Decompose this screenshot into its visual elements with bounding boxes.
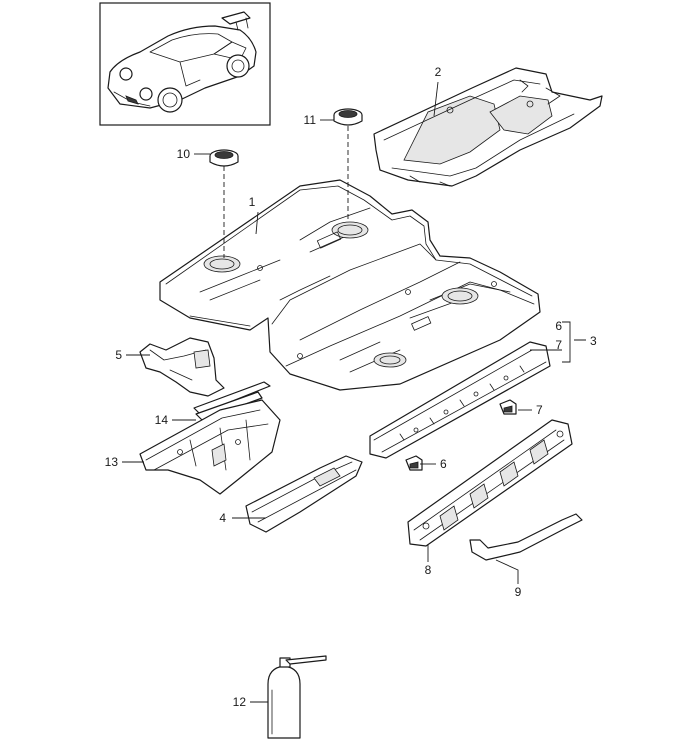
leader-9 <box>495 559 519 584</box>
part-14-strip <box>193 381 271 421</box>
callout-1: 1 <box>249 195 256 209</box>
part-6-clip <box>405 455 423 471</box>
callout-13: 13 <box>105 455 119 469</box>
leader-1 <box>255 211 259 235</box>
part-3-side-sill <box>369 341 551 459</box>
leader-2 <box>433 81 439 117</box>
callout-3: 3 <box>590 334 597 348</box>
callout-9: 9 <box>515 585 522 599</box>
callout-14: 14 <box>155 413 169 427</box>
leader-3 <box>530 321 586 363</box>
callout-6: 6 <box>440 457 447 471</box>
callout-12: 12 <box>233 695 247 709</box>
part-7-clip <box>499 399 517 415</box>
part-12-spray-can <box>267 655 327 739</box>
part-10-grommet <box>209 149 239 167</box>
callout-6-group: 6 <box>555 319 562 333</box>
part-4-stiffener <box>245 455 363 533</box>
callout-4: 4 <box>219 511 226 525</box>
part-13-front-member <box>139 399 281 495</box>
vehicle-thumbnail <box>99 2 271 126</box>
part-5-front-bracket <box>139 337 225 397</box>
callout-5: 5 <box>115 348 122 362</box>
part-1-floor-pan <box>159 179 541 391</box>
part-11-grommet <box>333 108 363 126</box>
callout-7: 7 <box>536 403 543 417</box>
callout-10: 10 <box>177 147 191 161</box>
callout-11: 11 <box>304 113 317 127</box>
callout-7-group: 7 <box>555 338 562 352</box>
part-2-rear-floor-frame <box>373 67 603 187</box>
callout-2: 2 <box>435 65 442 79</box>
part-8-sill-reinforcement <box>407 419 573 547</box>
callout-8: 8 <box>425 563 432 577</box>
part-9-strip <box>469 513 583 561</box>
